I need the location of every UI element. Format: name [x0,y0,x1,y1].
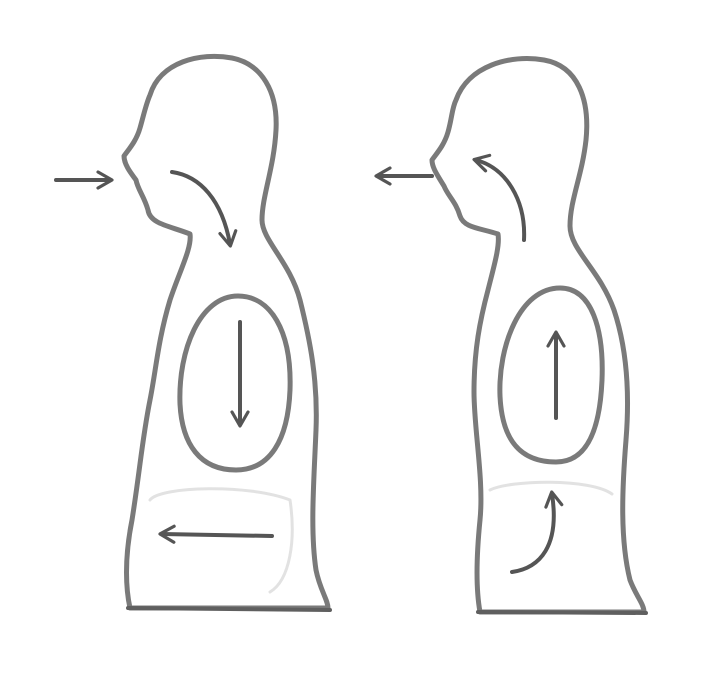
left-belly-outline [148,487,294,594]
airway-up-arrow [472,153,527,242]
right-floor-line [476,610,648,615]
right-belly-outline [488,480,614,496]
belly-out-arrow [158,524,274,544]
airway-down-arrow [170,170,238,248]
right-body-outline [429,56,647,615]
belly-up-arrow [510,490,564,574]
left-body-outline [121,53,331,611]
left-floor-line [126,606,332,612]
right-lung-outline [497,285,605,465]
left-lung-outline [177,293,293,473]
inhale-figure [54,53,332,612]
exhale-figure [374,56,648,615]
